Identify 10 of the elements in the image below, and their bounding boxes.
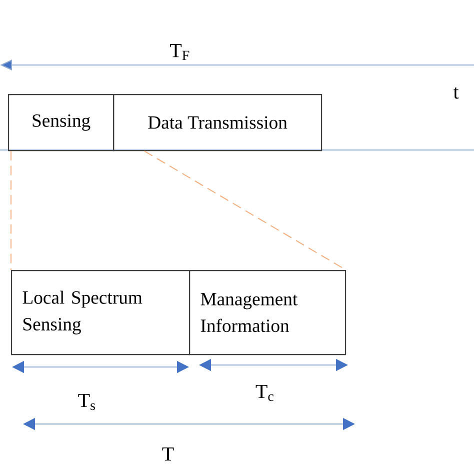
dimension-label: t — [453, 87, 459, 99]
dimension-label: T$_{s}$ — [78, 394, 95, 410]
dimension-label: T$_{F}$ — [170, 44, 190, 60]
segment-box: Local Spectrum Sensing — [11, 270, 190, 356]
zoom-line — [10, 151, 12, 270]
segment-box: Sensing — [8, 94, 114, 152]
dimension-label: T — [162, 447, 174, 461]
segment-box: Data Transmission — [113, 94, 322, 152]
segment-box: Management Information — [189, 270, 346, 356]
dimension-label: T$_{c}$ — [256, 384, 274, 402]
